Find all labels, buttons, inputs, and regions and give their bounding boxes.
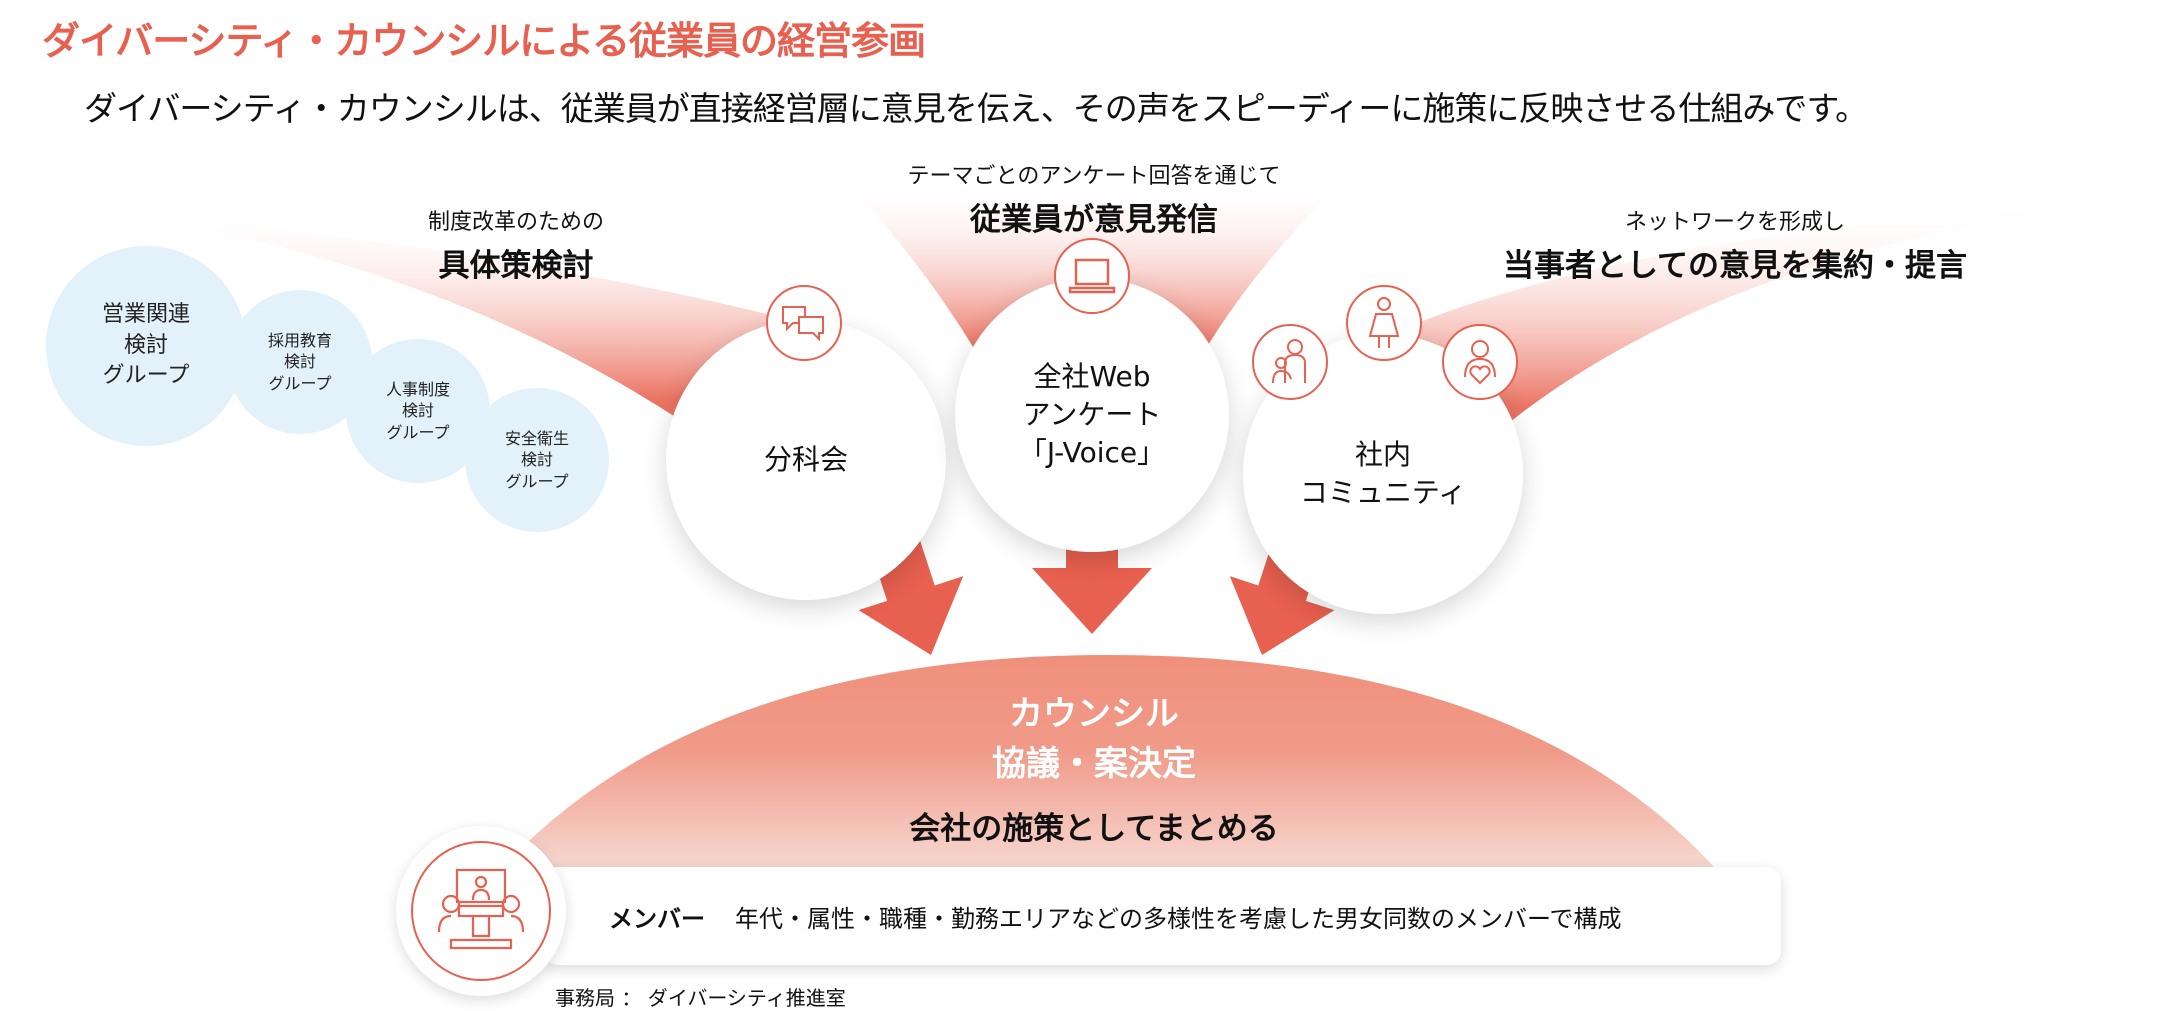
fan-label-bold: 従業員が意見発信 xyxy=(970,202,1218,238)
fan-label-bold: 当事者としての意見を集約・提言 xyxy=(1502,248,1968,284)
channel-label: 全社Web xyxy=(1033,360,1151,394)
group-label: グループ xyxy=(268,373,332,393)
group-label: グループ xyxy=(505,471,569,491)
group-label: 検討 xyxy=(401,401,434,421)
channel-label: 分科会 xyxy=(763,443,848,477)
fan-label-small: 制度改革のための xyxy=(427,210,605,235)
group-label: グループ xyxy=(102,363,190,389)
member-label: メンバー xyxy=(609,904,705,933)
council-dome xyxy=(502,655,1715,868)
group-label: 採用教育 xyxy=(267,330,332,350)
channel-label: アンケート xyxy=(1022,398,1162,432)
channel-label: 「J-Voice」 xyxy=(1018,435,1166,469)
group-circle-safety: 安全衛生検討グループ xyxy=(465,388,609,532)
fan-label-bold: 具体策検討 xyxy=(438,248,594,284)
arrow-center xyxy=(1032,540,1152,634)
office-note: 事務局 ： ダイバーシティ推進室 xyxy=(555,986,846,1010)
fan-right xyxy=(1400,200,2130,430)
page-title: ダイバーシティ・カウンシルによる従業員の経営参画 xyxy=(42,19,926,63)
group-label: グループ xyxy=(386,422,450,442)
channel-j-voice: 全社Web アンケート「J-Voice」 xyxy=(955,278,1229,552)
channel-label: 社内 xyxy=(1354,438,1411,472)
council-name: カウンシル xyxy=(1009,694,1179,734)
parent-child-icon xyxy=(1252,324,1328,400)
fan-label-center: テーマごとのアンケート回答を通じて 従業員が意見発信 xyxy=(908,158,1281,239)
group-circle-sales: 営業関連検討グループ xyxy=(46,246,246,446)
fan-label-right: ネットワークを形成し 当事者としての意見を集約・提言 xyxy=(1503,204,1967,285)
woman-icon xyxy=(1346,285,1422,361)
council-summary: 会社の施策としてまとめる xyxy=(909,811,1279,847)
member-text: 年代・属性・職種・勤務エリアなどの多様性を考慮した男女同数のメンバーで構成 xyxy=(735,904,1622,933)
group-label: 検討 xyxy=(520,450,553,470)
fan-label-left: 制度改革のための 具体策検討 xyxy=(428,204,604,285)
council-role: 協議・案決定 xyxy=(992,744,1196,784)
channel-subcommittee: 分科会 xyxy=(666,320,946,600)
fan-left xyxy=(60,205,790,420)
speech-bubbles-icon xyxy=(766,285,842,361)
person-heart-icon xyxy=(1442,324,1518,400)
meeting-icon-badge xyxy=(396,826,566,996)
meeting-icon xyxy=(411,841,551,981)
group-label: 人事制度 xyxy=(385,379,450,399)
lead-text: ダイバーシティ・カウンシルは、従業員が直接経営層に意見を伝え、その声をスピーディ… xyxy=(84,89,1868,128)
fan-label-small: テーマごとのアンケート回答を通じて xyxy=(907,164,1281,189)
group-label: 検討 xyxy=(283,352,316,372)
channel-label: コミュニティ xyxy=(1299,476,1467,509)
group-label: 安全衛生 xyxy=(504,428,569,448)
fan-label-small: ネットワークを形成し xyxy=(1624,210,1846,235)
group-label: 検討 xyxy=(123,332,168,358)
laptop-icon xyxy=(1054,238,1130,314)
member-box: メンバー 年代・属性・職種・勤務エリアなどの多様性を考慮した男女同数のメンバーで… xyxy=(544,867,1781,965)
group-label: 営業関連 xyxy=(101,301,190,327)
